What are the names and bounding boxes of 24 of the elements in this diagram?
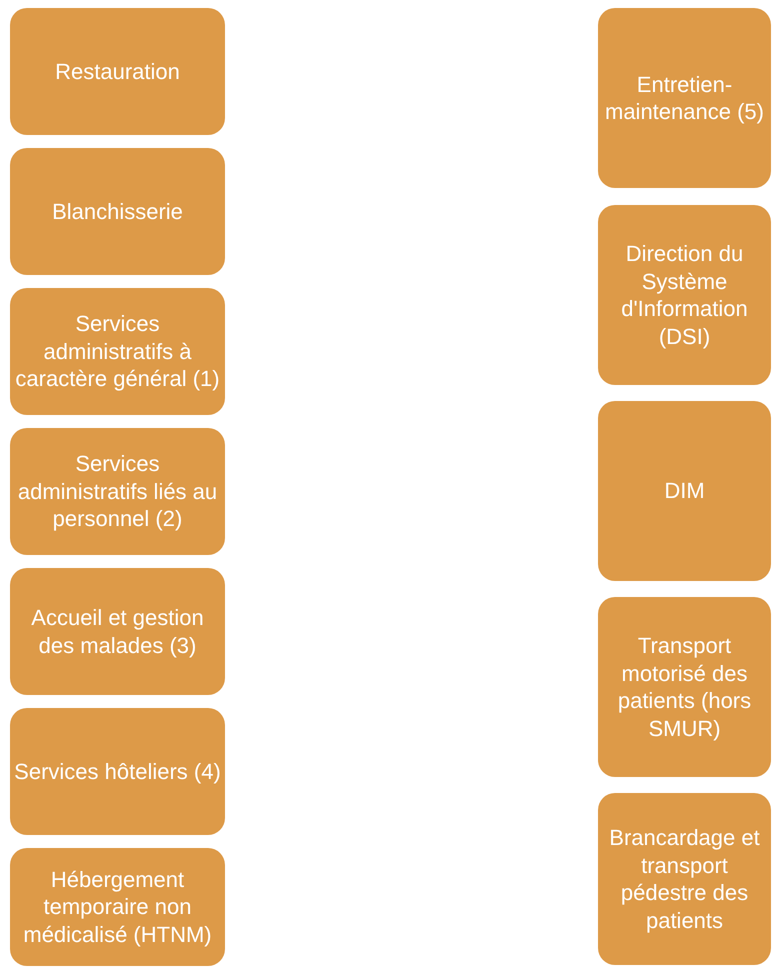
box-label: Brancardage et transport pédestre des patients (608, 824, 761, 934)
box-label: Services administratifs à caractère général (1) (14, 310, 221, 393)
process-box (598, 597, 771, 777)
process-box (10, 848, 225, 966)
process-box (10, 148, 225, 275)
process-box (10, 8, 225, 135)
box-label: Hébergement temporaire non médicalisé (HTNM) (22, 866, 213, 948)
box-label: Blanchisserie (52, 198, 183, 226)
process-box (598, 401, 771, 581)
box-label: Accueil et gestion des malades (3) (30, 604, 205, 659)
box-label: Entretien-maintenance (5) (604, 70, 765, 126)
box-label: Transport motorisé des patients (hors SMUR) (616, 632, 752, 742)
process-box (10, 568, 225, 695)
process-box (598, 205, 771, 385)
box-label: Services administratifs liés au personnel (2) (16, 450, 218, 533)
process-box (598, 8, 771, 188)
box-label: DIM (664, 477, 705, 505)
process-box (10, 708, 225, 835)
process-box (10, 428, 225, 555)
box-label: Direction du Système d'Information (DSI) (620, 240, 749, 350)
process-box (598, 793, 771, 965)
box-label: Restauration (55, 58, 180, 86)
box-label: Services hôteliers (4) (14, 758, 221, 786)
process-box (10, 288, 225, 415)
